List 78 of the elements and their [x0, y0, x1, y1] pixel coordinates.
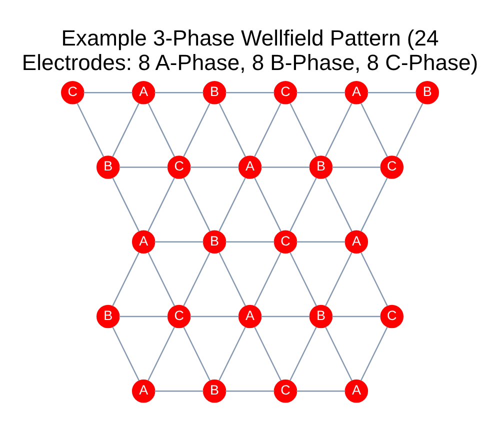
connector [154, 240, 204, 242]
connector [360, 252, 388, 306]
connector [289, 326, 317, 380]
connector [218, 326, 246, 380]
connector [154, 390, 204, 392]
connector [324, 102, 352, 157]
connector [218, 177, 246, 232]
node-circle: C [380, 155, 404, 178]
connector [254, 177, 282, 232]
connector [226, 240, 274, 242]
node-circle: A [132, 230, 156, 253]
node-circle: B [96, 155, 120, 178]
node-circle: B [416, 80, 439, 104]
connector [296, 92, 346, 93]
connector [183, 177, 211, 232]
node-circle: B [202, 80, 226, 104]
connector [368, 92, 416, 93]
connector [254, 252, 282, 306]
connector [119, 166, 168, 168]
connector [190, 315, 239, 317]
connector [290, 252, 317, 306]
diagram-title: Example 3-Phase Wellfield Pattern (24 Electrodes: 8 A-Phase, 8 B-Phase, 8 C-Phase) [22, 24, 478, 74]
connector [218, 252, 246, 306]
node-circle: B [309, 304, 333, 328]
connector [119, 315, 168, 317]
connector [324, 252, 352, 306]
connector [261, 315, 310, 317]
node-circle: C [274, 230, 298, 253]
node-circle: A [238, 304, 262, 328]
node-circle: C [61, 80, 84, 104]
node-circle: A [238, 155, 262, 178]
connector [360, 177, 388, 232]
connector [112, 102, 140, 157]
connector [112, 177, 140, 232]
connector [332, 166, 381, 168]
connector [290, 102, 317, 157]
node-circle: A [132, 378, 156, 402]
node-circle: B [309, 155, 333, 178]
node-circle: A [344, 378, 368, 402]
connector [325, 177, 352, 232]
connector [148, 326, 175, 380]
connector [148, 252, 176, 306]
connector [325, 326, 352, 380]
connector [254, 326, 282, 380]
connector [261, 166, 310, 168]
connector [226, 390, 274, 392]
connector [360, 326, 388, 380]
connector [360, 102, 388, 157]
connector [190, 166, 239, 168]
node-circle: C [274, 378, 298, 402]
node-circle: B [202, 230, 226, 253]
node-circle: B [202, 378, 226, 402]
node-circle: A [132, 80, 156, 104]
node-circle: A [344, 230, 368, 253]
connector [76, 102, 104, 157]
connector [148, 102, 176, 157]
connector [332, 315, 381, 317]
connector [218, 102, 246, 157]
connector [84, 92, 132, 93]
node-circle: B [96, 304, 120, 328]
connector [183, 252, 210, 306]
connector [148, 177, 175, 232]
connector [289, 177, 317, 232]
node-circle: A [344, 80, 368, 104]
node-circle: C [167, 155, 191, 178]
node-circle: C [380, 304, 404, 328]
connector [296, 240, 346, 242]
connector [254, 102, 282, 157]
connector [154, 92, 204, 93]
connector [396, 102, 424, 157]
connector [183, 102, 210, 157]
connector [296, 390, 346, 392]
connector [226, 92, 274, 93]
connector [183, 326, 211, 380]
node-circle: C [274, 80, 298, 104]
node-circle: C [167, 304, 191, 328]
connector [112, 252, 140, 306]
connector [112, 326, 140, 380]
